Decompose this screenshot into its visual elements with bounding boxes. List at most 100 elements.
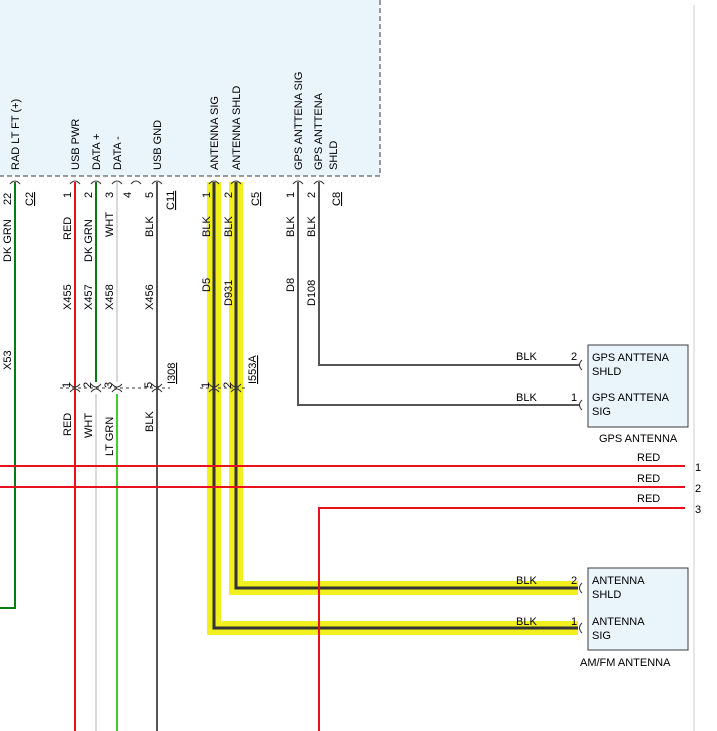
wire-color: BLK bbox=[144, 411, 156, 432]
circuit-id: X458 bbox=[104, 284, 116, 310]
pin-label-usb-gnd: USB GND bbox=[152, 120, 164, 170]
pin-num: 2 bbox=[306, 192, 318, 198]
inline-pin-numbers: 1 2 3 5 1 2 bbox=[61, 382, 234, 388]
circuit-id: X53 bbox=[2, 350, 14, 370]
pin-num: 2 bbox=[82, 382, 94, 388]
connector-c5: C5 bbox=[250, 192, 262, 206]
red-line-num: 1 bbox=[695, 462, 701, 474]
gps-pin-label: GPS ANTTENA bbox=[592, 392, 670, 404]
pin-num: 1 bbox=[201, 192, 213, 198]
amfm-wire-color: BLK bbox=[516, 575, 537, 587]
gps-pin-num: 2 bbox=[571, 351, 577, 363]
circuit-id: X455 bbox=[62, 284, 74, 310]
gps-antenna-box bbox=[587, 344, 689, 428]
connector-i308: I308 bbox=[166, 363, 178, 384]
red-line-labels: RED 1 RED 2 RED 3 bbox=[637, 452, 701, 516]
connector-c8: C8 bbox=[331, 192, 343, 206]
amfm-antenna: BLK 2 ANTENNA SHLD BLK 1 ANTENNA SIG AM/… bbox=[516, 567, 689, 669]
wire-color: DK GRN bbox=[2, 219, 14, 262]
amfm-wire-color: BLK bbox=[516, 616, 537, 628]
radio-pin-labels: RAD LT FT (+) USB PWR DATA + DATA - USB … bbox=[10, 72, 340, 170]
pin-num: 2 bbox=[222, 382, 234, 388]
connector-c11: C11 bbox=[165, 191, 177, 210]
red-line-label: RED bbox=[637, 493, 660, 505]
wire-d108 bbox=[318, 182, 580, 366]
wire-color: BLK bbox=[144, 216, 156, 237]
connector-i553a: I553A bbox=[247, 355, 259, 384]
circuit-id: D931 bbox=[223, 280, 235, 306]
amfm-antenna-box bbox=[587, 567, 689, 651]
pin-num: 3 bbox=[103, 382, 115, 388]
wires bbox=[0, 182, 685, 731]
wire-d931 bbox=[234, 182, 578, 590]
connector-c2: C2 bbox=[24, 192, 36, 206]
pin-label-antenna-shld: ANTENNA SHLD bbox=[231, 86, 243, 170]
gps-pin-num: 1 bbox=[571, 392, 577, 404]
pin-num: 1 bbox=[61, 382, 73, 388]
amfm-antenna-name: AM/FM ANTENNA bbox=[580, 657, 671, 669]
radio-module bbox=[0, 0, 381, 177]
wire-color: DK GRN bbox=[83, 219, 95, 262]
pin-label-rad-lt-ft: RAD LT FT (+) bbox=[10, 99, 22, 170]
wire-color-labels: DK GRN RED DK GRN WHT BLK BLK BLK BLK BL… bbox=[2, 212, 318, 262]
amfm-pin-label: ANTENNA bbox=[592, 616, 645, 628]
red-line-num: 2 bbox=[695, 483, 701, 495]
red-line-3 bbox=[318, 507, 685, 731]
pin-label-usb-pwr: USB PWR bbox=[70, 119, 82, 170]
pin-num: 2 bbox=[223, 192, 235, 198]
pin-num: 22 bbox=[2, 193, 14, 205]
gps-pin-label: SHLD bbox=[592, 366, 621, 378]
amfm-pin-num: 2 bbox=[571, 575, 577, 587]
wire-color: BLK bbox=[285, 216, 297, 237]
circuit-id: D8 bbox=[285, 278, 297, 292]
pin-num: 3 bbox=[104, 192, 116, 198]
pin-num: 1 bbox=[285, 192, 297, 198]
wire-color: BLK bbox=[306, 216, 318, 237]
radio-pin-numbers: 22 1 2 3 4 5 1 2 1 2 bbox=[2, 192, 318, 205]
pin-label-gps-shld-2: SHLD bbox=[328, 141, 340, 170]
circuit-labels: X53 X455 X457 X458 X456 D5 D931 D8 D108 bbox=[2, 278, 318, 370]
wire-color: WHT bbox=[104, 212, 116, 237]
red-line-label: RED bbox=[637, 452, 660, 464]
bottom-wire-colors: RED WHT LT GRN BLK bbox=[62, 411, 156, 456]
pin-num: 5 bbox=[143, 382, 155, 388]
wire-color: BLK bbox=[223, 216, 235, 237]
connector-ids: C2 C11 C5 C8 I308 I553A bbox=[24, 191, 343, 384]
wire-color: RED bbox=[62, 413, 74, 436]
pin-num: 5 bbox=[144, 192, 156, 198]
pin-label-gps-shld-1: GPS ANTTENA bbox=[313, 92, 325, 170]
pin-num: 4 bbox=[122, 192, 134, 198]
gps-antenna: BLK 2 GPS ANTTENA SHLD BLK 1 GPS ANTTENA… bbox=[516, 344, 689, 445]
wire-color: WHT bbox=[83, 413, 95, 438]
wire-d8 bbox=[297, 182, 580, 406]
pin-label-data-minus: DATA - bbox=[112, 136, 124, 170]
red-line-num: 3 bbox=[695, 504, 701, 516]
inline-terminals bbox=[60, 383, 248, 393]
wire-color: LT GRN bbox=[104, 417, 116, 456]
gps-antenna-name: GPS ANTENNA bbox=[599, 433, 678, 445]
wire-x53 bbox=[0, 182, 16, 609]
circuit-id: D5 bbox=[201, 278, 213, 292]
gps-pin-label: GPS ANTTENA bbox=[592, 352, 670, 364]
wire-color: RED bbox=[62, 217, 74, 240]
pin-num: 2 bbox=[83, 192, 95, 198]
wire-d5 bbox=[212, 182, 578, 630]
pin-label-data-plus: DATA + bbox=[91, 133, 103, 170]
circuit-id: D108 bbox=[306, 280, 318, 306]
gps-wire-color: BLK bbox=[516, 392, 537, 404]
pin-label-gps-sig: GPS ANTTENA SIG bbox=[293, 72, 305, 170]
pin-label-antenna-sig: ANTENNA SIG bbox=[209, 96, 221, 170]
amfm-pin-label: ANTENNA bbox=[592, 575, 645, 587]
gps-pin-label: SIG bbox=[592, 406, 611, 418]
red-line-label: RED bbox=[637, 473, 660, 485]
circuit-id: X457 bbox=[83, 284, 95, 310]
pin-num: 1 bbox=[62, 192, 74, 198]
wire-color: BLK bbox=[201, 216, 213, 237]
circuit-id: X456 bbox=[144, 284, 156, 310]
amfm-pin-label: SHLD bbox=[592, 589, 621, 601]
amfm-pin-num: 1 bbox=[571, 616, 577, 628]
amfm-pin-label: SIG bbox=[592, 630, 611, 642]
radio-terminals bbox=[9, 180, 325, 185]
pin-num: 1 bbox=[200, 382, 212, 388]
